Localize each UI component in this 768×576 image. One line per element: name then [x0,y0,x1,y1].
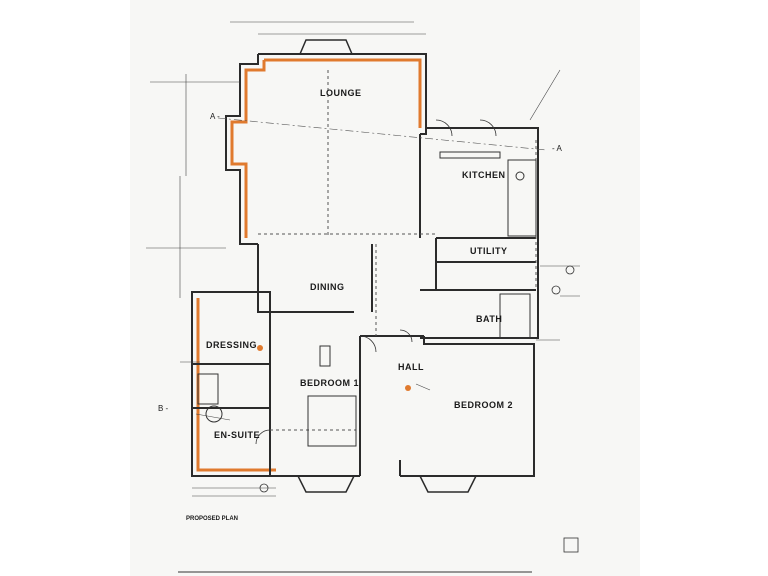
detector-markers [257,345,411,391]
drain-symbols [259,265,579,553]
bay-windows [297,39,477,493]
room-label-bedroom-1: BEDROOM 1 [300,378,360,388]
drawing-sheet [130,0,640,576]
room-label-bedroom-2: BEDROOM 2 [454,400,514,410]
room-label-hall: HALL [398,362,424,372]
fixtures [197,151,537,447]
insulated-wall-outline [196,58,422,472]
section-mark-a-left: A - [210,112,220,121]
room-label-lounge: LOUNGE [320,88,362,98]
leader-lines [146,69,580,421]
room-label-utility: UTILITY [470,246,508,256]
walls [191,53,539,477]
room-label-ensuite: EN-SUITE [214,430,261,440]
section-mark-a-right: - A [552,144,562,153]
proposed-plan-title: PROPOSED PLAN [186,516,239,522]
room-label-kitchen: KITCHEN [462,170,506,180]
door-swings [255,119,497,445]
room-label-bath: BATH [476,314,503,324]
section-mark-b-left: B - [158,404,169,413]
section-line [217,117,547,151]
room-label-dining: DINING [310,282,345,292]
room-label-dressing: DRESSING [206,340,258,350]
dimension-lines [179,21,426,497]
